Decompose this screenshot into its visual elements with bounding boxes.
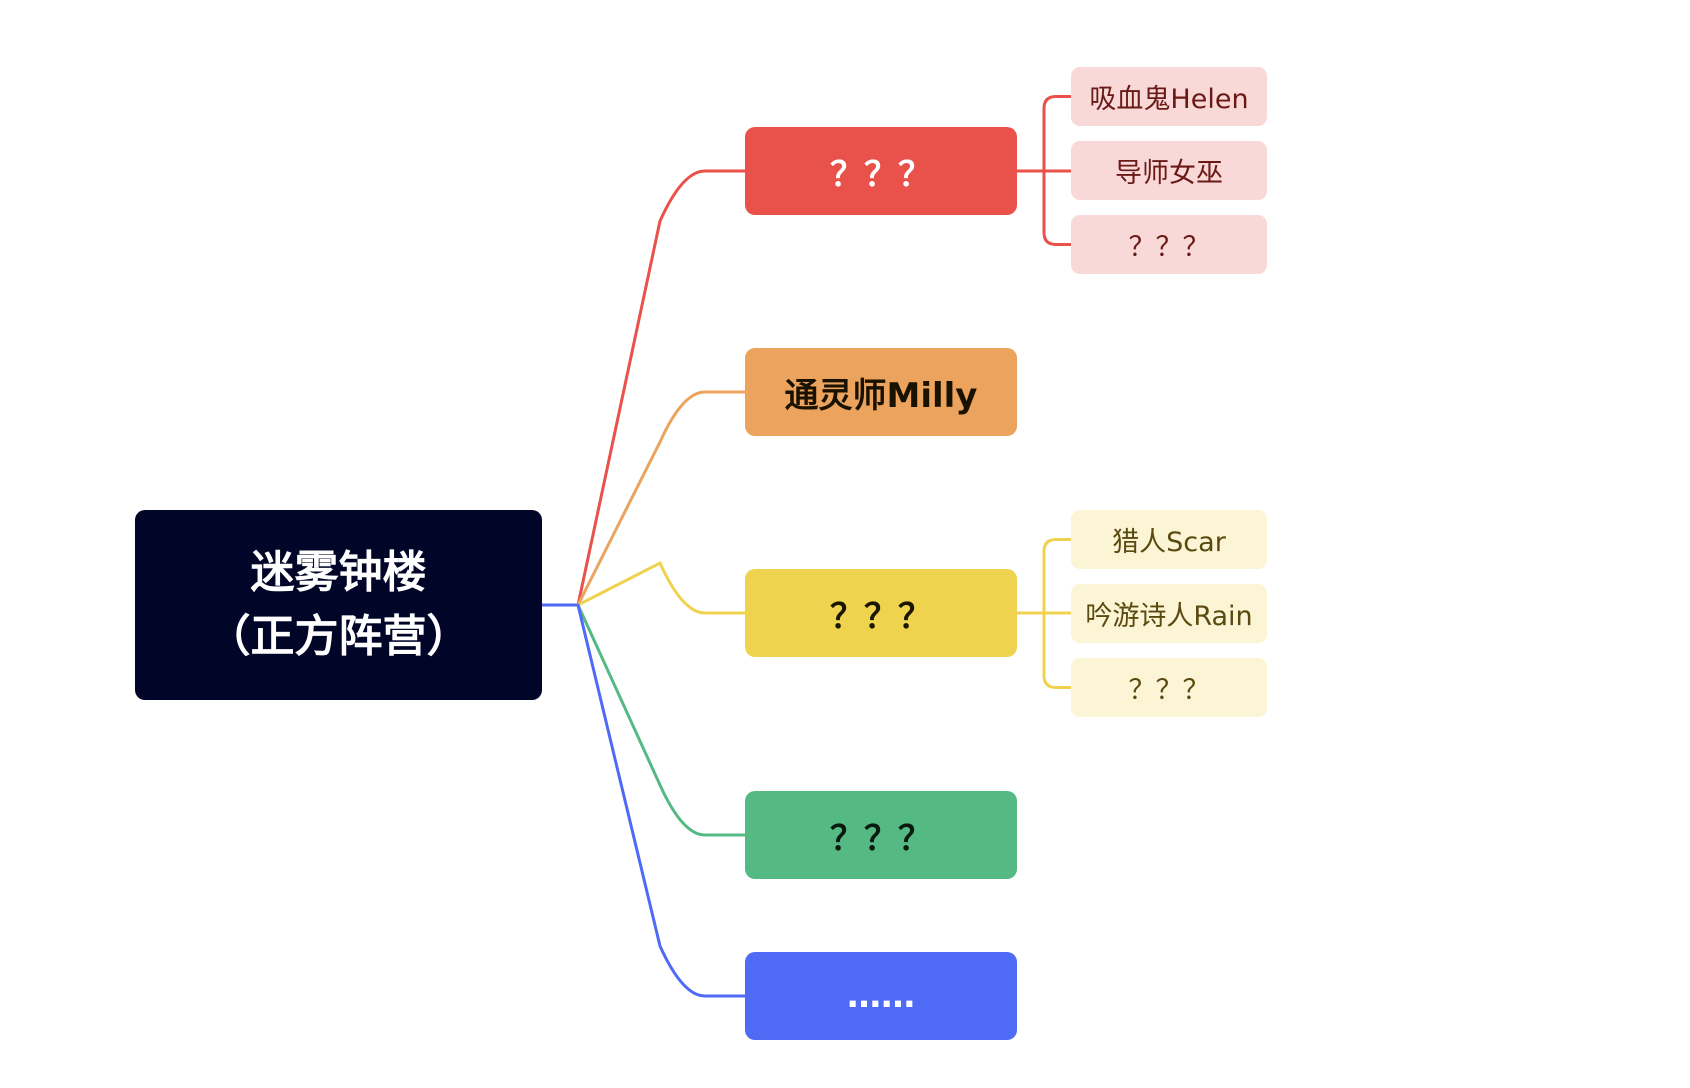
branch-label: ？？？ — [830, 154, 932, 195]
branch-node-5[interactable]: …… — [745, 952, 1017, 1040]
branch-label: 通灵师Milly — [784, 375, 978, 416]
branch-node-2[interactable]: 通灵师Milly — [745, 348, 1017, 436]
leaf-label: ？？？ — [1128, 232, 1210, 263]
leaf-connector — [1042, 538, 1073, 615]
root-title-line1: 迷雾钟楼 — [250, 547, 427, 598]
leaf-node[interactable]: 吸血鬼Helen — [1071, 67, 1267, 126]
leaf-node[interactable]: 导师女巫 — [1071, 141, 1267, 200]
leaf-node[interactable]: 吟游诗人Rain — [1071, 584, 1267, 643]
branch-label: ？？？ — [830, 596, 932, 637]
leaf-node[interactable]: ？？？ — [1071, 658, 1267, 717]
branch-label: …… — [847, 976, 915, 1016]
branch-node-1[interactable]: ？？？ — [745, 127, 1017, 215]
root-title-line2: （正方阵营） — [206, 611, 471, 662]
leaf-label: ？？？ — [1128, 675, 1210, 706]
leaf-node[interactable]: ？？？ — [1071, 215, 1267, 274]
leaf-label: 导师女巫 — [1115, 158, 1223, 189]
branch-connector-2 — [576, 390, 747, 607]
branch-connector-5 — [576, 603, 747, 998]
leaf-connector — [1042, 95, 1073, 173]
branch-node-4[interactable]: ？？？ — [745, 791, 1017, 879]
leaf-label: 吟游诗人Rain — [1085, 601, 1253, 632]
branch-connector-1 — [576, 169, 747, 607]
leaf-node[interactable]: 猎人Scar — [1071, 510, 1267, 569]
leaf-connector — [1042, 611, 1073, 689]
branch-node-3[interactable]: ？？？ — [745, 569, 1017, 657]
leaf-connector — [1042, 169, 1073, 246]
branch-connector-4 — [576, 603, 747, 837]
branch-label: ？？？ — [830, 818, 932, 859]
root-node[interactable]: 迷雾钟楼 （正方阵营） — [135, 510, 542, 700]
leaf-label: 猎人Scar — [1112, 527, 1226, 558]
leaf-label: 吸血鬼Helen — [1089, 84, 1249, 115]
branch-connector-3 — [576, 560, 747, 615]
